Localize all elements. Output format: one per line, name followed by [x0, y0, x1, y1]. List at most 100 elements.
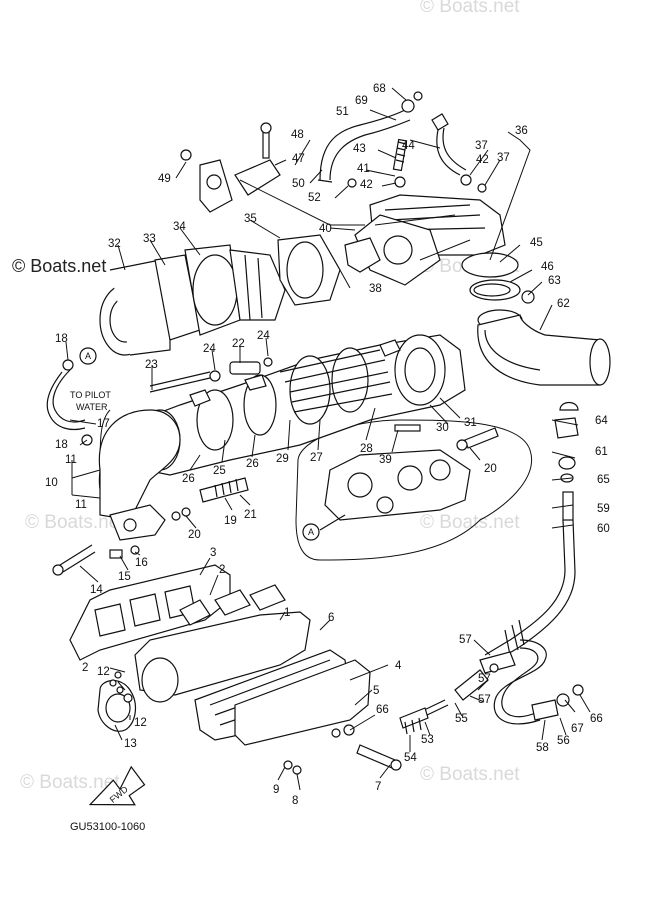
diagram-code: GU53100-1060	[70, 821, 145, 833]
callout-34: 34	[173, 221, 186, 233]
watermark-5: © Boats.net	[420, 764, 520, 785]
callout-10: 10	[45, 477, 58, 489]
callout-46: 46	[541, 261, 554, 273]
callout-18: 18	[55, 333, 68, 345]
callout-44: 44	[402, 140, 415, 152]
ref-a-circle-2	[302, 523, 320, 541]
callout-65: 65	[597, 474, 610, 486]
callout-56: 56	[557, 735, 570, 747]
callout-16: 16	[135, 557, 148, 569]
callout-29: 29	[276, 453, 289, 465]
callout-21: 21	[244, 509, 257, 521]
ref-a-label-1: A	[85, 351, 91, 361]
callout-26b: 26	[246, 458, 259, 470]
callout-25: 25	[213, 465, 226, 477]
callout-11: 11	[65, 454, 77, 466]
callout-42b: 42	[360, 179, 373, 191]
callout-42: 42	[476, 154, 489, 166]
callout-45: 45	[530, 237, 543, 249]
callout-52: 52	[308, 192, 321, 204]
callout-51: 51	[336, 106, 349, 118]
callout-61: 61	[595, 446, 608, 458]
callout-2b: 2	[82, 662, 88, 674]
callout-20: 20	[484, 463, 497, 475]
callout-47: 47	[292, 153, 305, 165]
callout-15: 15	[118, 571, 131, 583]
fwd-arrow: FWD	[88, 765, 146, 806]
callout-24b: 24	[257, 330, 270, 342]
callout-20b: 20	[188, 529, 201, 541]
callout-37b: 37	[497, 152, 510, 164]
callout-24: 24	[203, 343, 216, 355]
callout-7: 7	[375, 781, 381, 793]
callout-22: 22	[232, 338, 245, 350]
callout-28: 28	[360, 443, 373, 455]
callout-36: 36	[515, 125, 528, 137]
ref-a-circle-1	[79, 347, 97, 365]
callout-26: 26	[182, 473, 195, 485]
drawing	[46, 87, 611, 791]
callout-66: 66	[376, 704, 389, 716]
callout-68: 68	[373, 83, 386, 95]
callout-1: 1	[284, 607, 290, 619]
callout-17: 17	[97, 418, 110, 430]
callout-14: 14	[90, 584, 103, 596]
callout-67: 67	[571, 723, 584, 735]
watermark-4: © Boats.net	[20, 772, 120, 793]
callout-62: 62	[557, 298, 570, 310]
callout-43: 43	[353, 143, 366, 155]
pilot-water-line1: TO PILOT	[70, 390, 111, 400]
callout-57: 57	[459, 634, 472, 646]
callout-30: 30	[436, 422, 449, 434]
callout-13: 13	[124, 738, 137, 750]
brand-watermark: © Boats.net	[12, 256, 106, 276]
notes: TO PILOT WATER A A	[70, 347, 320, 541]
callout-57c: 57	[478, 694, 491, 706]
callout-41: 41	[357, 163, 370, 175]
callout-35: 35	[244, 213, 257, 225]
watermark-3: © Boats.net	[420, 512, 520, 533]
callout-64: 64	[595, 415, 608, 427]
callout-59: 59	[597, 503, 610, 515]
callout-60: 60	[597, 523, 610, 535]
callout-8: 8	[292, 795, 298, 807]
callout-53: 53	[421, 734, 434, 746]
callout-40: 40	[319, 223, 332, 235]
callout-12: 12	[97, 666, 110, 678]
ref-a-label-2: A	[308, 527, 314, 537]
callout-23: 23	[145, 359, 158, 371]
callout-38: 38	[369, 283, 382, 295]
callout-6: 6	[328, 612, 334, 624]
callout-63: 63	[548, 275, 561, 287]
callout-55: 55	[455, 713, 468, 725]
callout-labels: 68 69 51 36 48 44 37 37 43 42 47 41 49 5…	[45, 83, 610, 807]
callout-39: 39	[379, 454, 392, 466]
callout-12b: 12	[134, 717, 147, 729]
callout-48: 48	[291, 129, 304, 141]
callout-32: 32	[108, 238, 121, 250]
callout-18b: 18	[55, 439, 68, 451]
callout-19: 19	[224, 515, 237, 527]
callout-58: 58	[536, 742, 549, 754]
callout-9: 9	[273, 784, 279, 796]
callout-57b: 57	[478, 673, 491, 685]
callout-49: 49	[158, 173, 171, 185]
callout-3: 3	[210, 547, 216, 559]
callout-66b: 66	[590, 713, 603, 725]
pilot-water-line2: WATER	[76, 402, 108, 412]
callout-69: 69	[355, 95, 368, 107]
callout-5: 5	[373, 685, 379, 697]
callout-33: 33	[143, 233, 156, 245]
watermark-2: © Boats.net	[25, 512, 125, 533]
watermark-1: © Boats.net	[420, 0, 520, 17]
callout-50: 50	[292, 178, 305, 190]
callout-4: 4	[395, 660, 402, 672]
callout-54: 54	[404, 752, 417, 764]
callout-37: 37	[475, 140, 488, 152]
callout-31: 31	[464, 417, 477, 429]
callout-11b: 11	[75, 499, 87, 511]
callout-2: 2	[219, 564, 225, 576]
callout-27: 27	[310, 452, 323, 464]
